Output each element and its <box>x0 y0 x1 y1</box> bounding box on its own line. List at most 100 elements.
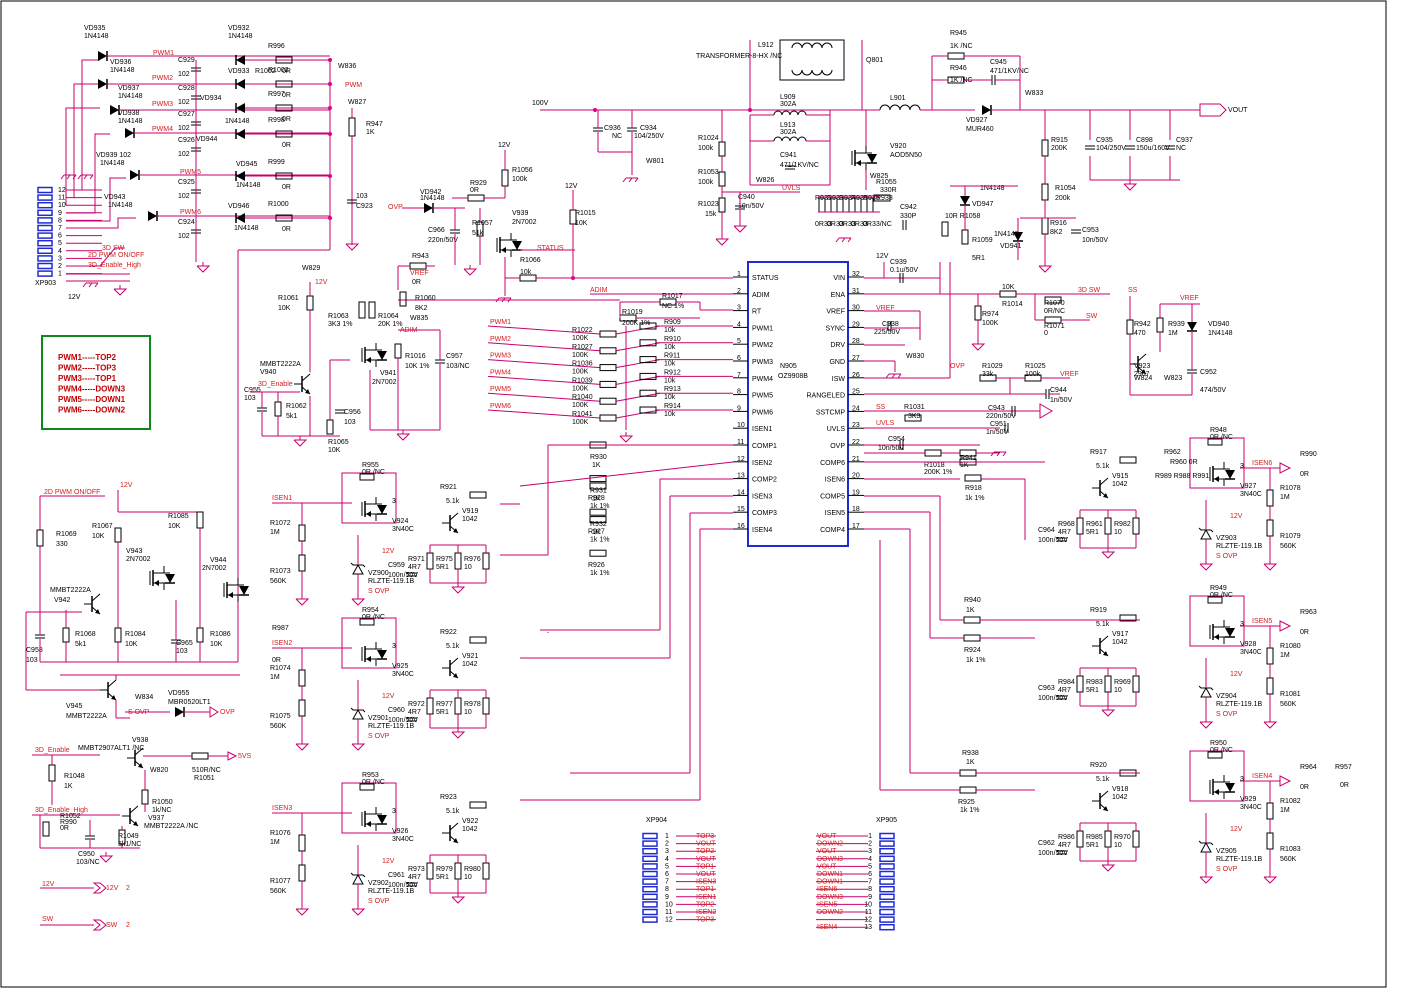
ground-symbol <box>113 285 128 296</box>
diode-triangle <box>377 505 387 514</box>
resistor-value: 33k <box>982 371 994 378</box>
emitter-arrow <box>1103 806 1108 811</box>
ic-pin-name: COMP5 <box>820 493 845 500</box>
emitter-arrow <box>1103 651 1108 656</box>
ground-triangle <box>295 743 310 751</box>
wire <box>66 174 71 180</box>
ground-triangle <box>99 855 114 863</box>
cap-value: 220n/50V <box>986 413 1016 420</box>
resistor-r1016 <box>394 343 402 359</box>
emitter-arrow <box>138 763 143 768</box>
wire <box>449 657 459 666</box>
wire <box>81 59 100 190</box>
ic-pin-number: 28 <box>852 338 860 345</box>
net-3d-sw: 3D SW <box>1078 287 1101 294</box>
connector-pin-number: 5 <box>868 863 872 870</box>
transistor-value: MMBT2222A /NC <box>144 823 198 830</box>
npn-v937 <box>122 805 139 827</box>
transistor-ref: V937 <box>148 815 164 822</box>
body-diode <box>512 241 522 251</box>
transistor-ref: V940 <box>260 369 276 376</box>
cap-C960 <box>407 717 417 722</box>
cap-ref: C923 <box>356 203 373 210</box>
resistor-ref: R929 <box>470 180 487 187</box>
zener-ref: VZ900 <box>368 570 389 577</box>
emitter-arrow <box>453 673 458 678</box>
wire <box>615 375 661 385</box>
connector-signal: VOUT <box>817 848 837 855</box>
ic-pin-number: 18 <box>852 506 860 513</box>
diode-value: 1N4148 <box>234 225 259 232</box>
mosfet-v939 <box>496 233 522 257</box>
cap-c954 <box>899 440 904 450</box>
resistor-ref: R927 <box>588 529 605 536</box>
ic-pin-number: 29 <box>852 321 860 328</box>
resistor-r1065 <box>326 419 334 435</box>
ground-symbol <box>971 340 986 351</box>
cap-ref: C965 <box>176 640 193 647</box>
transistor-ref: V922 <box>462 818 478 825</box>
ic-pin-number: 20 <box>852 473 860 480</box>
ic-pin-name: COMP4 <box>820 527 845 534</box>
sense-value: 0R33 <box>851 221 868 228</box>
cap-value: 100n/50V <box>1038 695 1068 702</box>
ground-triangle <box>293 439 308 447</box>
resistor-ref: R1050 <box>152 799 173 806</box>
resistor-refs: R989 R988 R991 <box>1155 473 1209 480</box>
supply-12v: 12V <box>315 279 328 286</box>
ground-triangle <box>1263 721 1278 729</box>
resistor-ref: R1051 <box>194 775 215 782</box>
connector-signal: VOUT <box>696 856 716 863</box>
connector-signal: DOWN1 <box>817 871 843 878</box>
mosfet-frame <box>1189 437 1245 489</box>
resistor-value: 0R <box>282 92 291 99</box>
ic-body <box>747 261 849 547</box>
cap-c945 <box>991 75 996 85</box>
cap-c942 <box>902 220 907 230</box>
mosfet-frame <box>341 617 397 669</box>
mosfet-value: 2N7002 <box>202 565 227 572</box>
zener-value: RLZTE-119.1B <box>368 888 414 895</box>
resistor-ref: R953 <box>362 772 379 779</box>
resistor-ref: R1027 <box>572 344 593 351</box>
connector-signal: ISEN3 <box>696 879 716 886</box>
connector-signal: ISEN6 <box>817 886 837 893</box>
connector-pin <box>879 840 895 847</box>
diode-triangle <box>424 203 433 213</box>
port-sw-num: 2 <box>126 922 130 929</box>
ground-triangle <box>451 731 466 739</box>
ground-triangle <box>733 225 748 233</box>
connector-signal: ISEN1 <box>696 894 716 901</box>
net-pwm2: PWM2 <box>490 336 511 343</box>
resistor-R971 <box>426 552 434 570</box>
resistor-ref: R1085 <box>168 513 189 520</box>
resistor-ref: R912 <box>664 369 681 376</box>
transistor-value: 1042 <box>1112 481 1128 488</box>
power-stage: 100VC936NCC934104/250VW801L912TRANSFORME… <box>532 30 1248 273</box>
ground-triangle <box>1199 563 1214 571</box>
transistor-value: 2907 <box>1134 371 1150 378</box>
resistor-value: 1K <box>592 462 601 469</box>
diode-triangle <box>239 586 249 595</box>
wire <box>82 282 87 288</box>
net-status: STATUS <box>537 245 564 252</box>
wire <box>519 461 734 487</box>
resistor-r1067 <box>114 527 122 543</box>
connector-pin-number: 10 <box>864 901 872 908</box>
mosfet-value: 2N7002 <box>126 556 151 563</box>
wire <box>1099 790 1109 799</box>
cap-value: 220n/50V <box>428 237 458 244</box>
connector-ref: XP903 <box>35 280 56 287</box>
resistor-R923 <box>469 801 487 809</box>
resistor-r1018 <box>924 449 942 457</box>
connector-pin <box>37 217 53 224</box>
jumper-ref: W826 <box>756 177 774 184</box>
resistor-R1040 <box>599 397 617 405</box>
supply-12v: 12V <box>1230 671 1243 678</box>
chassis-ground <box>82 282 99 288</box>
resistor-value: 1k 1% <box>590 570 609 577</box>
resistor-ref: R975 <box>436 556 453 563</box>
cap-C964 <box>1057 537 1067 542</box>
diode-vd942 <box>424 203 434 213</box>
resistor-value: 10 <box>1114 529 1122 536</box>
